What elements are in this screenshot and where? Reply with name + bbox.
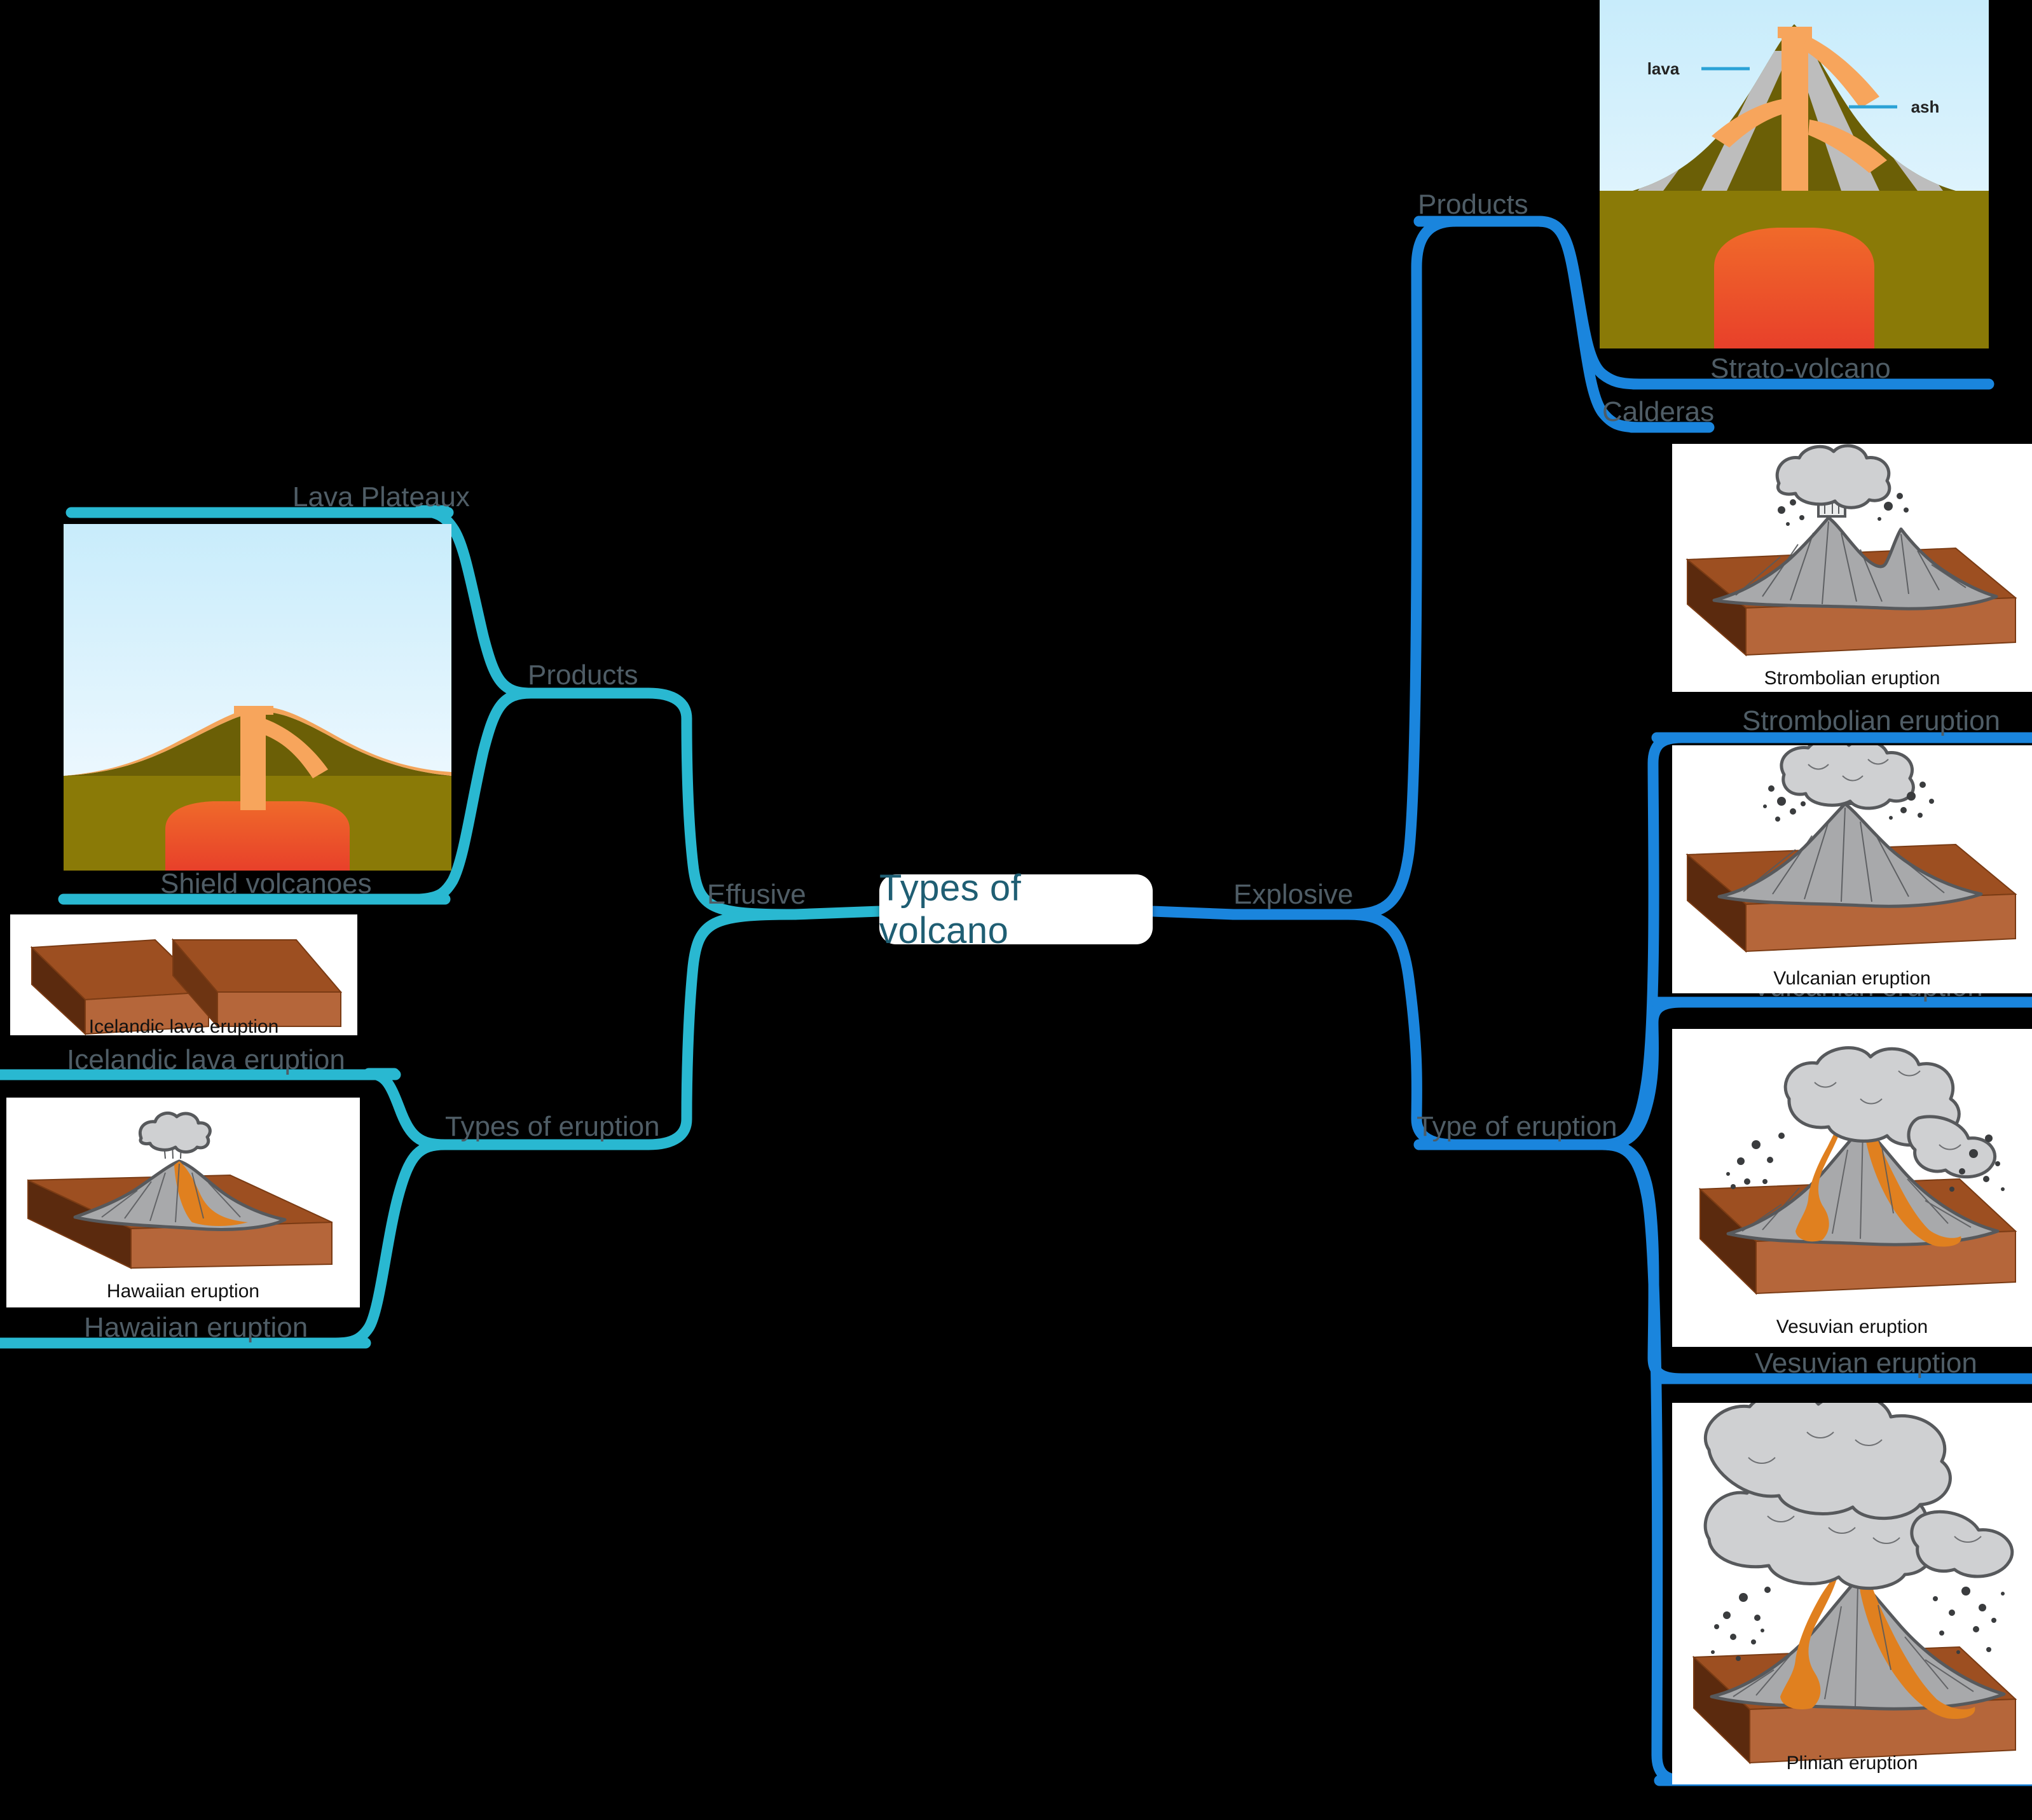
branch-label-effusive[interactable]: Effusive [707, 879, 806, 910]
leaf-label-lava-plateaux[interactable]: Lava Plateaux [292, 481, 470, 513]
center-node[interactable]: Types of volcano [879, 867, 1153, 951]
image-strato-volcano-cross-section: lava ash [1600, 0, 1989, 348]
node-label-type-of-eruption[interactable]: Type of eruption [1417, 1111, 1617, 1142]
shield-volcano-svg [64, 524, 451, 871]
vesuvian-eruption-svg [1672, 1029, 2032, 1347]
image-caption-vulcanian: Vulcanian eruption [1773, 968, 1931, 989]
svg-text:lava: lava [1647, 59, 1680, 78]
image-shield-volcano-cross-section [64, 524, 451, 871]
image-plinian-eruption: Plinian eruption [1672, 1403, 2032, 1784]
leaf-label-icelandic-lava-eruption[interactable]: Icelandic lava eruption [67, 1044, 345, 1075]
image-strombolian-eruption: Strombolian eruption [1672, 444, 2032, 692]
annotation-ash: ash [1849, 97, 1939, 116]
hawaiian-eruption-svg [6, 1098, 360, 1307]
node-label-products-explosive[interactable]: Products [1418, 189, 1528, 220]
leaf-label-vesuvian-eruption[interactable]: Vesuvian eruption [1755, 1348, 1977, 1379]
leaf-label-calderas[interactable]: Calderas [1602, 396, 1715, 427]
leaf-label-strombolian-eruption[interactable]: Strombolian eruption [1742, 705, 2001, 736]
annotation-lava: lava [1647, 59, 1750, 78]
leaf-label-hawaiian-eruption[interactable]: Hawaiian eruption [84, 1312, 308, 1343]
image-caption-plinian: Plinian eruption [1786, 1753, 1918, 1774]
image-caption-hawaiian: Hawaiian eruption [106, 1281, 260, 1302]
branch-label-explosive[interactable]: Explosive [1233, 879, 1354, 910]
leaf-label-strato-volcano[interactable]: Strato-volcano [1710, 353, 1891, 384]
image-vulcanian-eruption: Vulcanian eruption [1672, 745, 2032, 993]
icelandic-fissure-svg [10, 914, 357, 1035]
leaf-label-shield-volcanoes[interactable]: Shield volcanoes [160, 868, 372, 899]
image-vesuvian-eruption: Vesuvian eruption [1672, 1029, 2032, 1347]
node-label-products-effusive[interactable]: Products [528, 659, 638, 691]
image-caption-strombolian: Strombolian eruption [1764, 668, 1940, 689]
vulcanian-eruption-svg [1672, 745, 2032, 993]
image-icelandic-lava-eruption: Icelandic lava eruption [10, 914, 357, 1035]
strombolian-eruption-svg [1672, 444, 2032, 692]
center-node-title: Types of volcano [879, 867, 1022, 951]
plinian-eruption-svg [1672, 1403, 2032, 1784]
node-label-types-of-eruption[interactable]: Types of eruption [445, 1111, 660, 1142]
strato-volcano-svg: lava ash [1600, 0, 1989, 348]
image-caption-icelandic: Icelandic lava eruption [88, 1016, 279, 1035]
image-hawaiian-eruption: Hawaiian eruption [6, 1098, 360, 1307]
image-caption-vesuvian: Vesuvian eruption [1776, 1316, 1928, 1337]
svg-text:ash: ash [1911, 97, 1940, 116]
